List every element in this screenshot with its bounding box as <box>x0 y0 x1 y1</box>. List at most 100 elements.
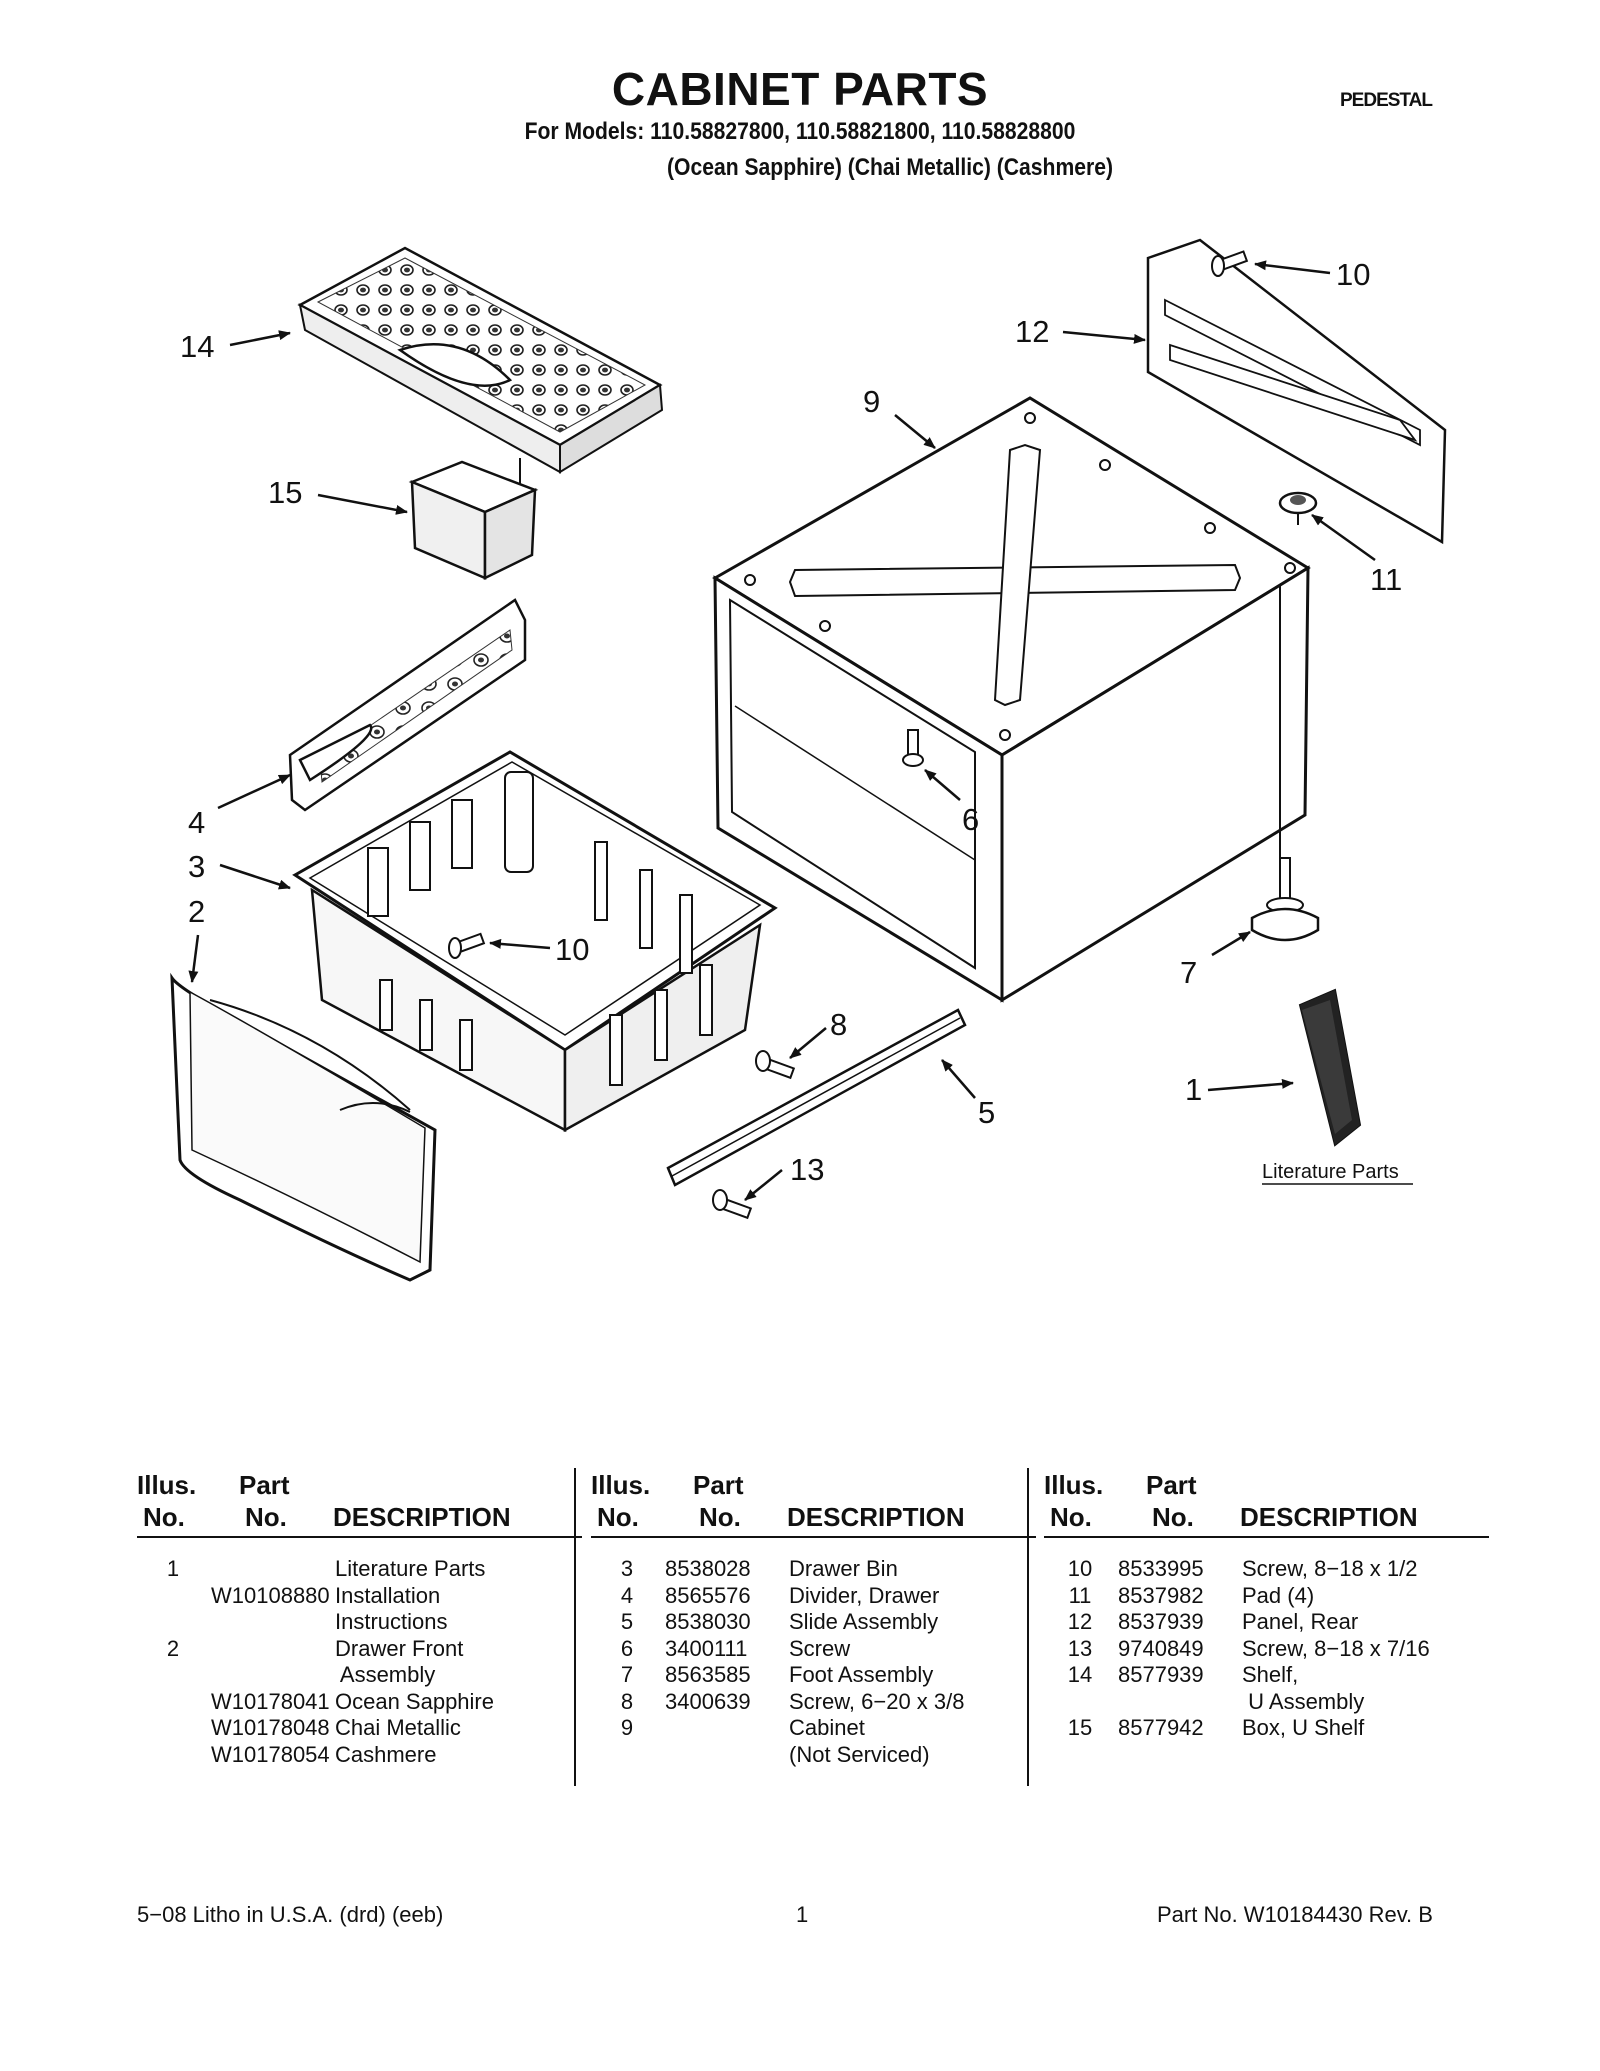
cell-description: Drawer Front <box>335 1635 464 1661</box>
cell-illus-no: 10 <box>1067 1556 1093 1581</box>
cell-illus-no: 6 <box>620 1635 634 1661</box>
header-part-no: No. <box>699 1502 741 1532</box>
cell-illus-no <box>137 1609 209 1636</box>
cell-part-no: 3400639 <box>665 1688 751 1714</box>
shelf-u-assembly <box>297 246 664 485</box>
callout-2: 2 <box>188 894 205 929</box>
column-divider <box>574 1468 576 1786</box>
cell-illus-no: 5 <box>620 1609 634 1634</box>
cell-part-no: 8537982 <box>1118 1582 1204 1608</box>
header-illus-no: No. <box>143 1502 185 1532</box>
exploded-parts-diagram: 10 12 14 9 15 11 4 6 3 2 10 7 8 5 1 13 L… <box>170 238 1447 1282</box>
cell-description: Screw, 6−20 x 3/8 <box>789 1688 965 1714</box>
slide-assembly <box>666 1008 967 1187</box>
cell-illus-no: 1 <box>166 1556 180 1581</box>
callout-8: 8 <box>830 1007 847 1042</box>
cell-part-no: 8533995 <box>1118 1556 1204 1581</box>
callout-12: 12 <box>1015 314 1049 349</box>
table-row: U Assembly <box>1044 1689 1489 1716</box>
cell-illus-no: 3 <box>620 1556 634 1581</box>
cell-part-no <box>209 1636 335 1663</box>
table-row: 8 3400639 Screw, 6−20 x 3/8 <box>591 1689 1036 1716</box>
cell-illus-no: 7 <box>620 1662 634 1687</box>
cell-description: Drawer Bin <box>789 1556 898 1581</box>
callout-5: 5 <box>978 1095 995 1130</box>
cell-part-no: 8577942 <box>1118 1715 1204 1740</box>
table-row: 11 8537982 Pad (4) <box>1044 1583 1489 1610</box>
cell-part-no: W10178041 <box>211 1688 330 1714</box>
cell-illus-no: 12 <box>1067 1609 1093 1634</box>
cell-illus-no <box>137 1715 209 1742</box>
cabinet <box>712 396 1311 1003</box>
callout-15: 15 <box>268 475 302 510</box>
cell-illus-no: 8 <box>620 1688 634 1714</box>
cell-illus-no: 15 <box>1067 1715 1093 1740</box>
cell-description: Slide Assembly <box>789 1609 939 1634</box>
header-illus: Illus. <box>1044 1470 1104 1500</box>
cell-description: Cabinet <box>789 1715 865 1740</box>
footer-page-number: 1 <box>796 1902 809 1927</box>
cell-part-no: W10178048 <box>211 1715 330 1740</box>
screw-8-18-bin <box>448 932 486 959</box>
cell-description: Pad (4) <box>1242 1582 1315 1608</box>
divider-drawer <box>288 598 527 812</box>
box-u-shelf <box>408 460 539 581</box>
cell-description: Instructions <box>335 1609 448 1634</box>
callout-3: 3 <box>188 849 205 884</box>
callout-4: 4 <box>188 805 205 840</box>
leader-lines <box>188 260 1376 1201</box>
literature-parts-label: Literature Parts <box>1262 1161 1399 1183</box>
drawer-bin <box>292 750 778 1133</box>
footer-part-number: Part No. W10184430 Rev. B <box>1157 1902 1433 1927</box>
table-row: 5 8538030 Slide Assembly <box>591 1609 1036 1636</box>
cell-illus-no: 9 <box>620 1715 634 1740</box>
callout-9: 9 <box>863 384 880 419</box>
cell-description: U Assembly <box>1242 1688 1365 1714</box>
header-part: Part <box>693 1470 744 1500</box>
cell-description: Shelf, <box>1242 1662 1299 1687</box>
table-row: 7 8563585 Foot Assembly <box>591 1662 1036 1689</box>
pad <box>1278 491 1318 525</box>
column-divider <box>1027 1468 1029 1786</box>
page-title: CABINET PARTS <box>611 63 989 115</box>
cell-description: Panel, Rear <box>1242 1609 1359 1634</box>
literature-parts <box>1298 988 1362 1147</box>
foot-assembly <box>1250 857 1320 942</box>
cell-description: Chai Metallic <box>335 1715 461 1740</box>
cell-illus-no <box>1044 1689 1116 1716</box>
parts-table-header: Illus. No. Part No. DESCRIPTION <box>1044 1470 1489 1538</box>
cell-part-no: 8577939 <box>1118 1662 1204 1687</box>
cell-illus-no: 11 <box>1068 1582 1092 1608</box>
cell-part-no: 8563585 <box>665 1662 751 1687</box>
header-illus: Illus. <box>591 1470 651 1500</box>
cell-description: Cashmere <box>335 1741 437 1767</box>
cell-description: Box, U Shelf <box>1242 1715 1365 1740</box>
cell-illus-no: 13 <box>1067 1635 1093 1661</box>
cell-part-no <box>663 1715 789 1742</box>
callout-6: 6 <box>962 802 979 837</box>
cell-illus-no <box>591 1742 663 1769</box>
table-row: 15 8577942 Box, U Shelf <box>1044 1715 1489 1742</box>
cell-part-no: 8538030 <box>665 1609 751 1634</box>
cell-description: Foot Assembly <box>789 1662 934 1687</box>
parts-table-header: Illus. No. Part No. DESCRIPTION <box>137 1470 582 1538</box>
panel-rear <box>1146 238 1447 545</box>
header-part-no: No. <box>245 1502 287 1532</box>
cell-part-no <box>209 1662 335 1689</box>
cell-description: Installation <box>335 1582 441 1608</box>
header-description: DESCRIPTION <box>1240 1502 1418 1532</box>
screw-8-18-panel <box>1211 250 1249 277</box>
drawer-front-assembly <box>170 972 437 1282</box>
cell-part-no <box>663 1742 789 1769</box>
cell-part-no: 3400111 <box>665 1635 748 1661</box>
